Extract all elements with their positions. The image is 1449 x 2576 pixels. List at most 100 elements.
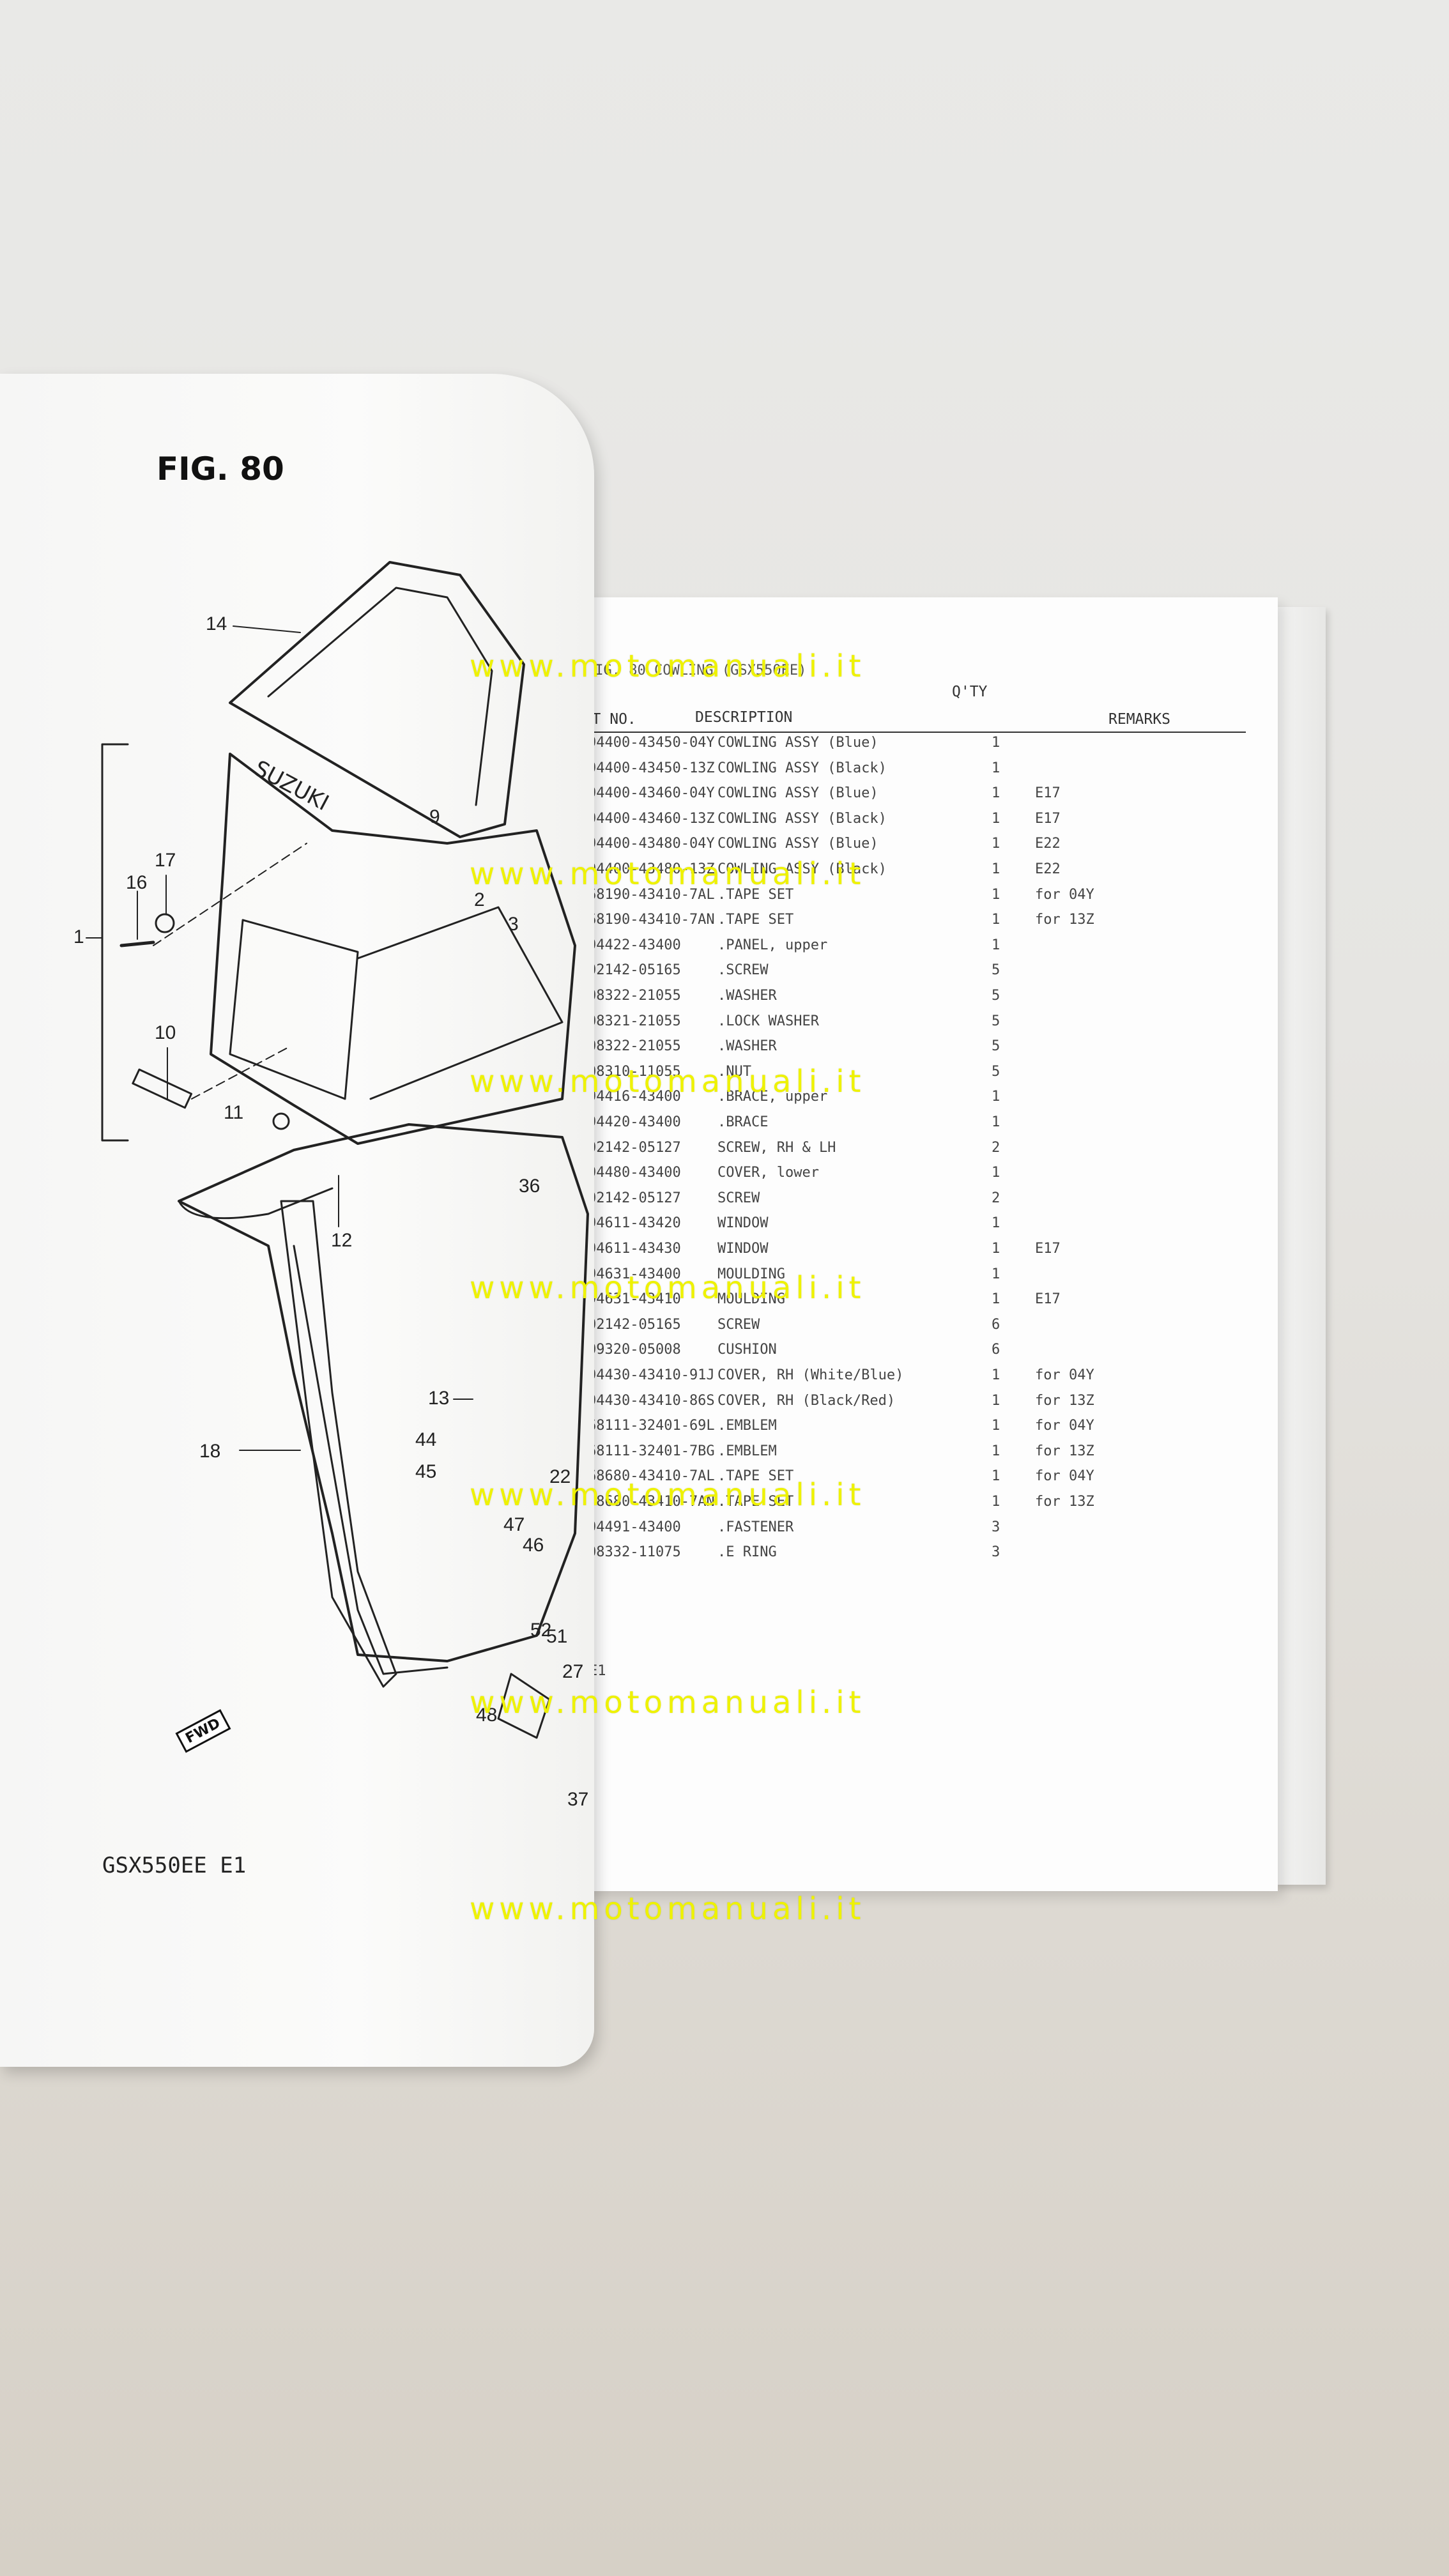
callout-1: 1 — [73, 926, 84, 947]
part-10-strip — [132, 1068, 193, 1109]
callout-48: 48 — [476, 1705, 498, 1726]
remarks-cell: E17 — [1035, 785, 1061, 802]
part-number-cell: 94430-43410-91J — [588, 1367, 715, 1383]
windscreen-inner — [267, 586, 493, 806]
remarks-cell: for 04Y — [1035, 1418, 1094, 1434]
model-code: GSX550EE E1 — [102, 1853, 247, 1878]
lower-fairing-outline — [178, 1123, 589, 1662]
description-cell: COWLING ASSY (Black) — [717, 760, 887, 776]
qty-cell: 3 — [992, 1544, 1000, 1561]
part-number-cell: 68111-32401-69L — [588, 1418, 715, 1434]
description-cell: WINDOW — [717, 1241, 769, 1257]
callout-36: 36 — [519, 1176, 540, 1197]
description-cell: .NUT — [717, 1063, 751, 1080]
part-number-cell: 08332-11075 — [588, 1544, 681, 1561]
callout-12: 12 — [331, 1230, 353, 1251]
qty-cell: 1 — [992, 1089, 1000, 1105]
callout-10: 10 — [155, 1022, 176, 1043]
suzuki-logo-text: SUZUKI — [250, 756, 333, 816]
description-cell: COVER, RH (Black/Red) — [717, 1392, 896, 1409]
qty-cell: 5 — [992, 1013, 1000, 1029]
part-number-cell: 94480-43400 — [588, 1165, 681, 1181]
callout-3: 3 — [508, 914, 519, 935]
qty-cell: 1 — [992, 1392, 1000, 1409]
callout-14: 14 — [206, 613, 227, 634]
part-number-cell: 94631-43400 — [588, 1266, 681, 1282]
part-number-cell: 94611-43420 — [588, 1215, 681, 1232]
callout-45: 45 — [415, 1461, 437, 1482]
part-number-cell: 94400-43460-04Y — [588, 785, 715, 802]
description-cell: .EMBLEM — [717, 1418, 777, 1434]
remarks-header: REMARKS — [1108, 711, 1170, 728]
description-cell: SCREW — [717, 1190, 760, 1206]
qty-cell: 1 — [992, 1241, 1000, 1257]
description-cell: .PANEL, upper — [717, 937, 828, 953]
callout-17: 17 — [155, 850, 176, 871]
description-cell: MOULDING — [717, 1291, 785, 1308]
remarks-cell: E17 — [1035, 810, 1061, 827]
qty-cell: 1 — [992, 886, 1000, 903]
leader-14 — [233, 625, 301, 633]
part-number-cell: 09320-05008 — [588, 1342, 681, 1358]
qty-cell: 3 — [992, 1519, 1000, 1535]
part-number-cell: 02142-05127 — [588, 1139, 681, 1156]
qty-cell: 1 — [992, 760, 1000, 776]
remarks-cell: for 13Z — [1035, 1443, 1094, 1459]
callout-52: 52 — [530, 1620, 552, 1641]
watermark: www.motomanuali.it — [470, 1477, 866, 1513]
callout-37: 37 — [567, 1789, 589, 1810]
cowl-panel-line — [356, 906, 564, 1100]
side-strip-outline — [280, 1200, 397, 1688]
remarks-cell: E17 — [1035, 1291, 1061, 1308]
upper-cowl-outline — [210, 753, 576, 1145]
callout-16: 16 — [126, 872, 148, 893]
part-11-nut — [272, 1112, 290, 1130]
qty-cell: 5 — [992, 1038, 1000, 1055]
callout-47: 47 — [503, 1514, 525, 1535]
part-number-cell: 94400-43450-04Y — [588, 735, 715, 751]
callout-18: 18 — [199, 1441, 221, 1462]
dashed-axis — [153, 843, 307, 1100]
qty-cell: 1 — [992, 1165, 1000, 1181]
callout-9: 9 — [429, 806, 440, 827]
callout-22: 22 — [549, 1466, 571, 1487]
qty-cell: 1 — [992, 1291, 1000, 1308]
figure-title: FIG. 80 — [157, 450, 284, 487]
callout-2: 2 — [474, 889, 485, 910]
qty-cell: 1 — [992, 1443, 1000, 1459]
callout-44: 44 — [415, 1429, 437, 1450]
qty-cell: 1 — [992, 912, 1000, 928]
description-cell: .LOCK WASHER — [717, 1013, 819, 1029]
qty-cell: 1 — [992, 1418, 1000, 1434]
table-title: FIG. 80 COWLING (GSX550EE) — [586, 663, 807, 678]
qty-cell: 1 — [992, 1367, 1000, 1383]
description-cell: CUSHION — [717, 1342, 777, 1358]
description-cell: .BRACE — [717, 1114, 769, 1130]
headlight-opening — [229, 919, 359, 1100]
watermark: www.motomanuali.it — [470, 648, 866, 684]
part-number-cell: 94416-43400 — [588, 1089, 681, 1105]
remarks-cell: for 04Y — [1035, 1468, 1094, 1485]
description-cell: .TAPE SET — [717, 886, 794, 903]
part-number-cell: 08321-21055 — [588, 1013, 681, 1029]
remarks-cell: for 13Z — [1035, 912, 1094, 928]
bottom-clip — [497, 1673, 551, 1739]
description-cell: .TAPE SET — [717, 1468, 794, 1485]
qty-cell: 1 — [992, 836, 1000, 852]
part-number-cell: 08310-11055 — [588, 1063, 681, 1080]
qty-cell: 1 — [992, 1215, 1000, 1232]
